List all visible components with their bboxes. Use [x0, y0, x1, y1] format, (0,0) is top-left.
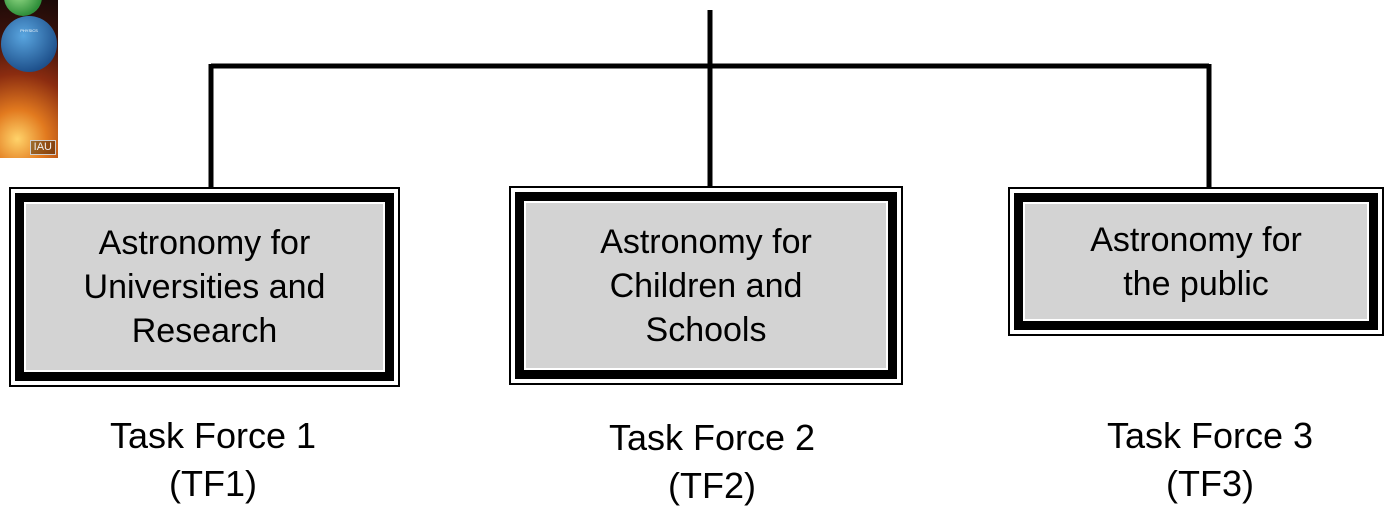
box-tf1: Astronomy for Universities and Research: [9, 187, 400, 387]
tf2-name: Task Force 2: [608, 417, 816, 458]
tf1-name: Task Force 1: [109, 415, 317, 456]
tf3-abbreviation: (TF3): [1166, 463, 1254, 504]
box-tf3: Astronomy for the public: [1008, 187, 1384, 336]
box-tf1-title: Astronomy for Universities and Research: [83, 224, 326, 350]
box-tf2-title: Astronomy for Children and Schools: [600, 222, 812, 349]
cover-thumbnail: PHYSICS IAU: [0, 0, 58, 158]
tf3-label: Task Force 3 (TF3): [1060, 412, 1360, 508]
tf3-name: Task Force 3: [1106, 415, 1314, 456]
tf2-abbreviation: (TF2): [668, 465, 756, 506]
orb-text: PHYSICS: [20, 28, 38, 33]
green-orb-graphic: [4, 0, 42, 16]
box-tf2: Astronomy for Children and Schools: [509, 186, 903, 385]
tf1-abbreviation: (TF1): [169, 463, 257, 504]
tf1-label: Task Force 1 (TF1): [63, 412, 363, 508]
tf2-label: Task Force 2 (TF2): [562, 414, 862, 510]
iau-logo: IAU: [29, 140, 56, 155]
blue-orb-graphic: PHYSICS: [1, 16, 57, 72]
box-tf3-title: Astronomy for the public: [1090, 220, 1302, 303]
